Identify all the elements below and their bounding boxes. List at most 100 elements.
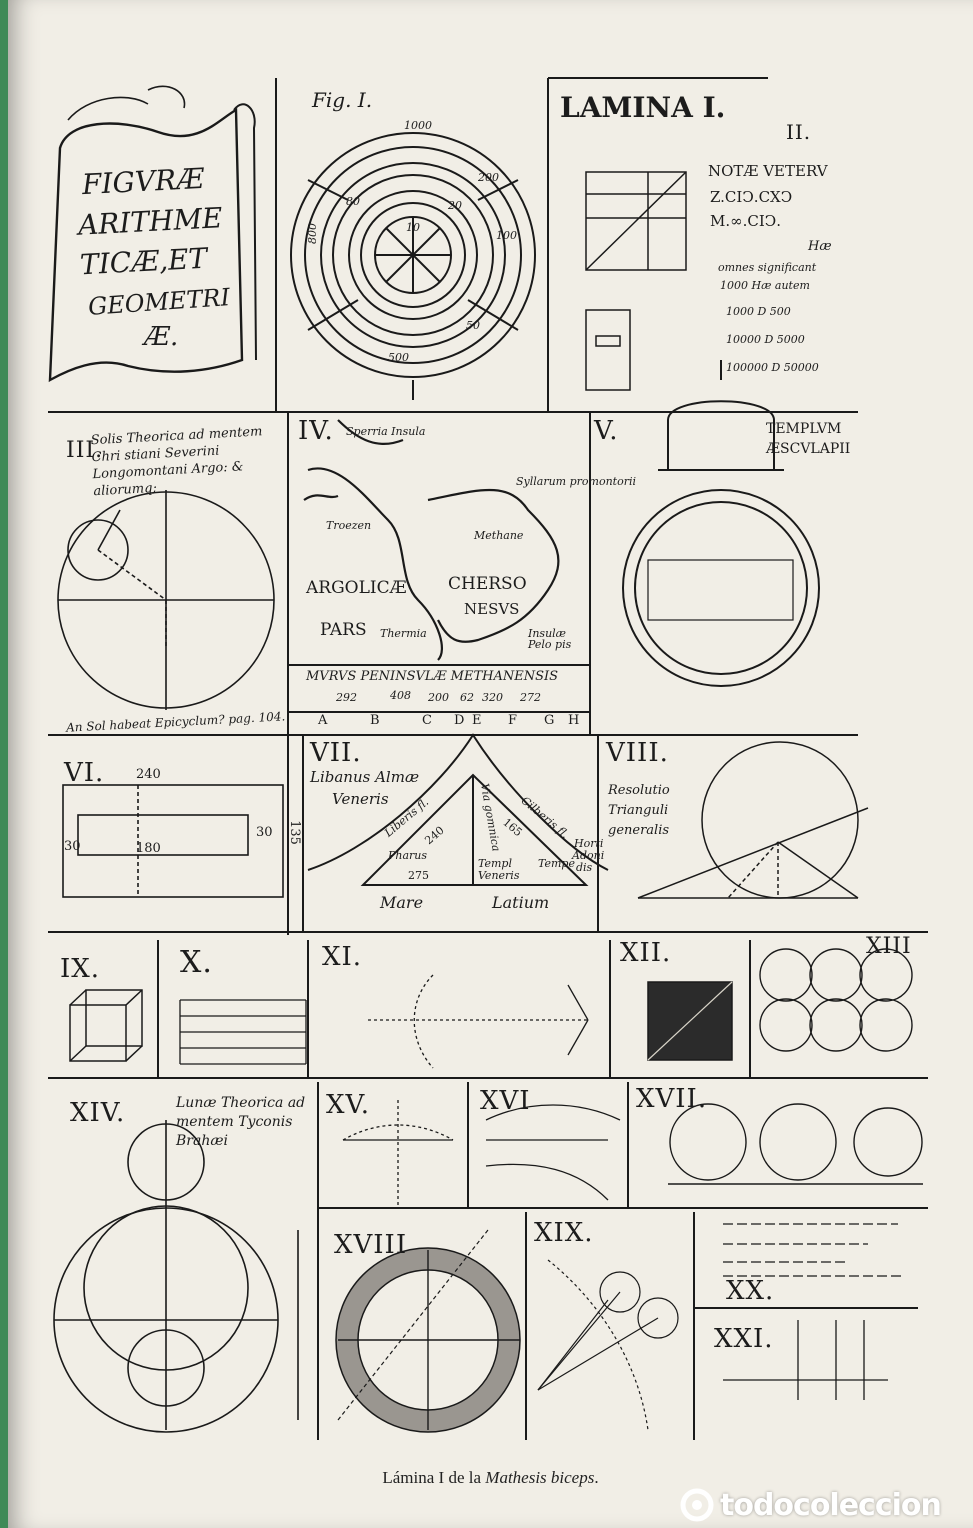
scale-number: 292 [336, 691, 357, 704]
numeral-note: 1000 Hæ autem [720, 279, 810, 292]
libanus-label: Veneris [332, 790, 389, 808]
fig-number: VII. [310, 738, 362, 768]
fig-number: XV. [326, 1090, 371, 1120]
banner-scroll [48, 107, 244, 383]
scale-number: 408 [390, 689, 411, 702]
fig6-number: 180 [136, 841, 161, 856]
fig1-number: 10 [406, 221, 420, 234]
fig6-number: 30 [64, 839, 81, 854]
fig-number: XVIII [334, 1230, 408, 1260]
libanus-label: Latium [492, 893, 550, 912]
scale-number: 62 [460, 691, 474, 704]
fig-number: XXI. [714, 1324, 774, 1354]
libanus-label: Adoni [572, 849, 605, 862]
caption-title: Mathesis biceps [485, 1468, 595, 1487]
scale-letter: A [318, 713, 328, 728]
fig6-number: 135 [286, 820, 302, 845]
fig1-number: 20 [448, 199, 462, 212]
fig-number: IV. [298, 416, 334, 446]
resolutio-label: Resolutio [608, 783, 670, 798]
numeral-note: omnes significant [718, 261, 817, 274]
fig-number: XIII [866, 934, 912, 959]
numeral-note: 100000 D 50000 [726, 361, 819, 374]
scale-number: 200 [428, 691, 449, 704]
libanus-label: dis [576, 861, 593, 874]
libanus-label: Horti [574, 837, 604, 850]
murus-label: MVRVS PENINSVLÆ METHANENSIS [306, 669, 559, 684]
map-place: Methane [474, 529, 524, 542]
libanus-label: 275 [408, 869, 429, 882]
fig-number: IX. [60, 954, 101, 984]
fig15-arc [342, 1100, 454, 1205]
fig1-number: 500 [388, 351, 409, 364]
fig7-triangle [307, 733, 609, 886]
banner-line: Æ. [144, 322, 179, 352]
numeral-note: NOTÆ VETERV [708, 162, 828, 180]
banner-line: FIGVRÆ [81, 161, 205, 202]
libanus-label: Tempe [538, 857, 575, 870]
map-place: Sperria Insula [346, 425, 426, 438]
fig-number: XI. [322, 942, 363, 972]
banner-ornament [67, 85, 186, 121]
fig10-staff [179, 999, 307, 1065]
resolutio-label: Trianguli [608, 803, 669, 818]
map-place: NESVS [464, 600, 520, 618]
numeral-note: 1000 D 500 [726, 305, 791, 318]
map-place: CHERSO [448, 574, 527, 594]
numeral-note: M.∞.CIↃ. [710, 212, 782, 230]
numeral-note: 10000 D 5000 [726, 333, 805, 346]
banner-curl [233, 103, 257, 361]
scale-letter: E [472, 713, 482, 728]
scale-letter: B [370, 713, 380, 728]
fig9-cube [69, 989, 143, 1062]
fig-number: VI. [64, 758, 105, 788]
fig-number: XIV. [70, 1098, 126, 1128]
map-place: Thermia [380, 627, 427, 640]
libanus-label: Libanus Almæ [310, 768, 420, 786]
fig5-temple [622, 360, 820, 687]
fig1-number: 1000 [404, 119, 432, 132]
book-page: FIGVRÆ ARITHME TICÆ,ET GEOMETRI Æ. Fig. … [8, 0, 973, 1528]
fig2-diagram [585, 171, 687, 391]
fig-number: XII. [620, 938, 672, 968]
fig1-number: 80 [346, 195, 360, 208]
map-place: Insulæ Pelo pis [528, 627, 572, 651]
fig-number: VIII. [606, 738, 669, 768]
map-place: Syllarum promontorii [516, 475, 637, 488]
lunae-theorica-text: Lunæ Theorica ad mentem Tyconis Brahæi [176, 1095, 306, 1149]
fig21-lines [723, 1320, 888, 1400]
fig17-circles [668, 1103, 923, 1185]
fig-number: X. [180, 945, 213, 980]
scale-letter: D [454, 713, 465, 728]
fig1-number: 100 [496, 229, 517, 242]
banner-line: ARITHME [77, 201, 224, 242]
fig-number: XVI [480, 1086, 531, 1116]
numeral-note: Hæ [808, 239, 832, 254]
lamina-label: LAMINA I. [560, 91, 726, 124]
fig20-lines [723, 1223, 903, 1277]
scale-letter: C [422, 713, 432, 728]
fig13-circles [759, 948, 913, 1052]
fig-number: XX. [726, 1276, 775, 1306]
templum-label: ÆSCVLAPII [766, 441, 851, 457]
libanus-label: Pharus [388, 849, 428, 862]
caption-suffix: . [594, 1468, 599, 1487]
scale-number: 272 [520, 691, 541, 704]
watermark-logo-icon [680, 1488, 714, 1522]
watermark: todocoleccion [672, 1482, 973, 1528]
fig1-label: Fig. I. [312, 88, 373, 112]
fig1-rings [290, 132, 536, 400]
fig6-number: 30 [256, 825, 273, 840]
fig14-lunar [53, 1120, 299, 1433]
fig1-number: 800 [306, 223, 319, 244]
fig-number: XIX. [534, 1218, 594, 1248]
fig16-curves [485, 1104, 621, 1201]
scale-letter: F [508, 713, 518, 728]
map-place: ARGOLICÆ [306, 578, 407, 598]
solis-theorica-text: Solis Theorica ad mentem Chri stiani Sev… [90, 424, 263, 499]
fig-number: II. [786, 120, 812, 144]
fig6-rect [62, 784, 284, 898]
numeral-note: Z.CIↃ.CXↃ [710, 188, 793, 206]
fig1-number: 50 [466, 319, 480, 332]
fig-number: V. [594, 416, 619, 446]
